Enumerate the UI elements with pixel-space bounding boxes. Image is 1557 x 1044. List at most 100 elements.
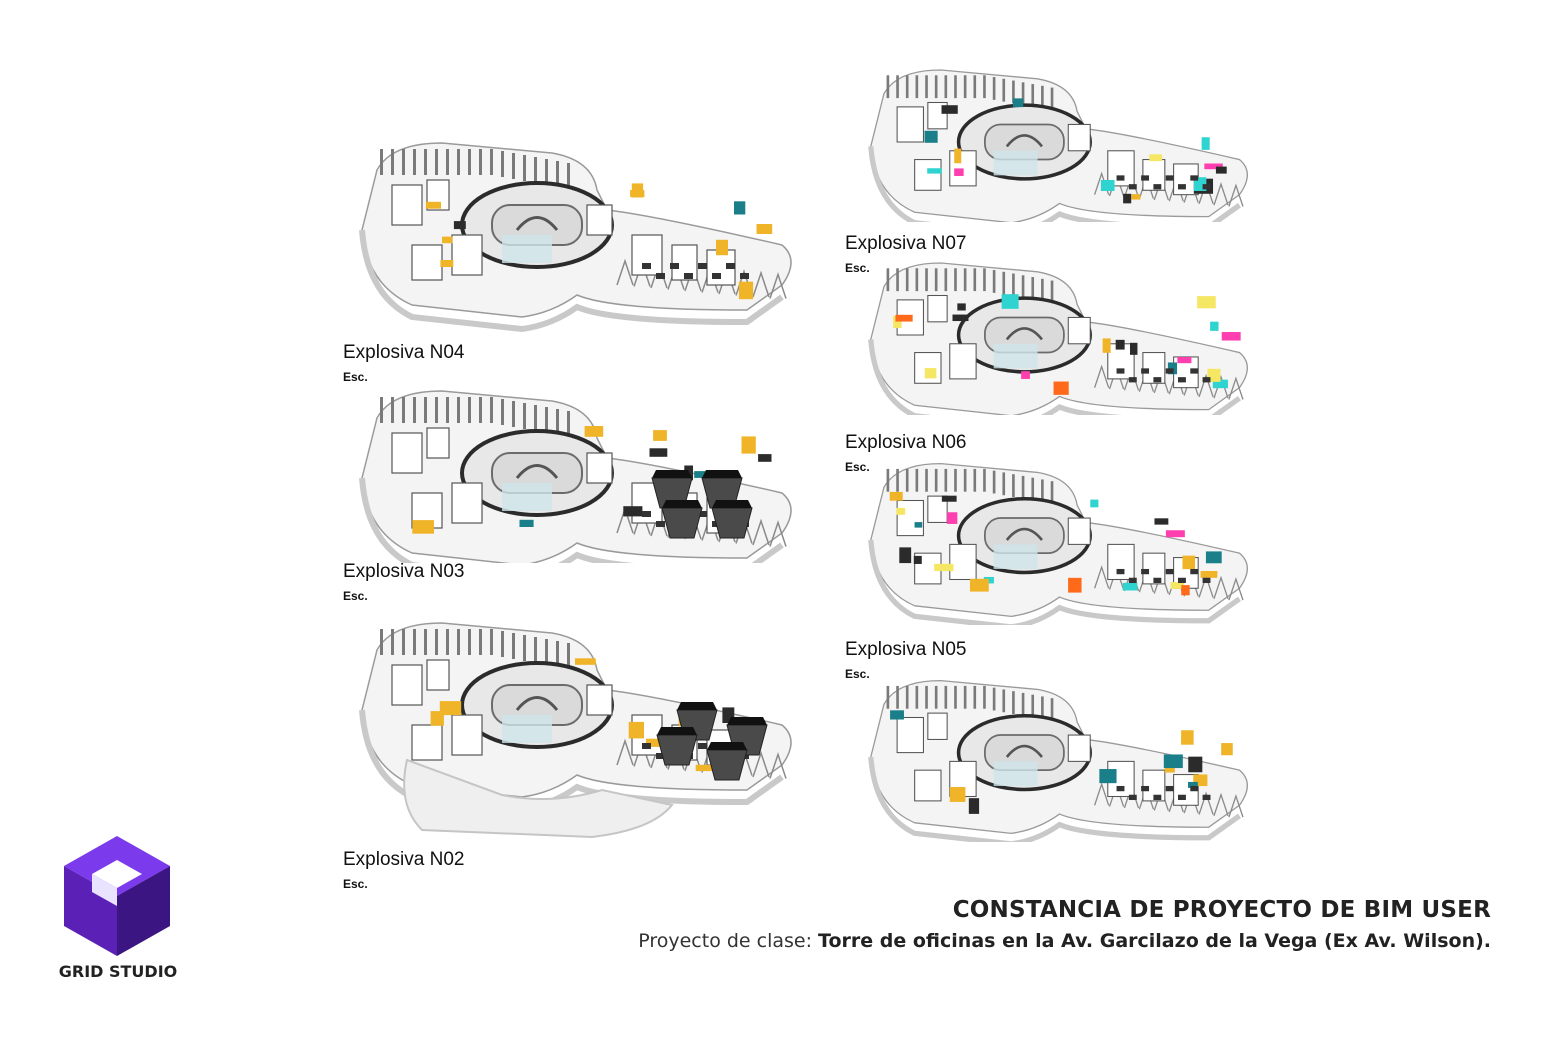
facade-mullion (468, 149, 471, 175)
facade-mullion (1002, 271, 1006, 295)
glass-partition (502, 235, 552, 263)
workstation (1128, 377, 1137, 383)
furniture-block (1170, 582, 1185, 589)
facade-mullion (905, 685, 909, 709)
facade-mullion (1002, 689, 1006, 713)
spiral-stair (515, 696, 559, 711)
facade-mullion (402, 149, 405, 175)
facade-mullion (973, 268, 977, 292)
room-partition (896, 716, 924, 754)
facade-mullion (1031, 277, 1035, 300)
room-partition (1107, 543, 1135, 581)
facade-mullion (896, 685, 899, 709)
facade-mullion (545, 159, 548, 185)
facade-mullion (1050, 481, 1054, 505)
workstation (1165, 785, 1174, 792)
facade-mullion (1012, 474, 1015, 497)
room-partition (949, 150, 977, 187)
furniture-block (412, 520, 434, 534)
workstation (740, 273, 749, 279)
furniture-block (1200, 570, 1218, 578)
workstation (1116, 368, 1125, 374)
plan-title: Explosiva N05 (845, 639, 967, 660)
furniture-block (440, 260, 454, 267)
plan-label-n03: Explosiva N03 Esc. (343, 561, 464, 603)
furniture-block (954, 168, 964, 176)
plan-view-n03 (352, 383, 802, 563)
workstation (1190, 175, 1199, 181)
diagrid-brace (752, 518, 770, 546)
workstation (1153, 184, 1162, 190)
facade-mullion (501, 151, 504, 177)
room-partition (1067, 517, 1091, 545)
room-partition (586, 684, 613, 716)
facade-mullion (446, 397, 449, 423)
room-partition (451, 714, 483, 756)
furniture-block (895, 314, 913, 322)
furniture-block (889, 491, 903, 501)
diagrid-brace (769, 272, 787, 299)
workstation (1153, 377, 1162, 383)
floor-plan-drawing (359, 142, 792, 333)
facade-mullion (479, 397, 482, 423)
slab-edge (359, 709, 784, 813)
room-partition (426, 659, 450, 691)
floor-plan-drawing (868, 262, 1248, 415)
workstation (642, 511, 651, 517)
plan-scale: Esc. (343, 370, 368, 384)
facade-mullion (545, 639, 548, 665)
facade-mullion (944, 468, 948, 492)
furniture-block (695, 764, 716, 772)
room-partition (1067, 316, 1091, 345)
facade-mullion (1012, 691, 1015, 714)
facade-mullion (523, 403, 526, 429)
room-partition (1142, 352, 1166, 384)
facade-mullion (963, 685, 967, 709)
facade-mullion (534, 405, 537, 431)
furniture-block (1177, 357, 1192, 364)
plan-label-n07: Explosiva N07 Esc. (845, 233, 966, 275)
facade-mullion (556, 641, 559, 667)
facade-mullion (501, 399, 504, 425)
workstation (642, 263, 651, 269)
facade-mullion (963, 75, 967, 99)
facade-mullion (501, 631, 504, 657)
workstation (1178, 377, 1186, 383)
plan-scale: Esc. (845, 261, 870, 275)
facade-mullion (1050, 698, 1054, 722)
facade-mullion (886, 468, 890, 492)
facade-mullion (1021, 692, 1025, 716)
furniture-block (1123, 193, 1132, 204)
facade-mullion (479, 149, 482, 175)
plan-label-n04: Explosiva N04 Esc. (343, 342, 464, 384)
facade-mullion (944, 685, 948, 709)
facade-mullion (567, 411, 570, 437)
workstation (656, 521, 665, 527)
furniture-block (1122, 582, 1138, 591)
furniture-block (983, 576, 994, 584)
facade-mullion (1031, 694, 1035, 718)
subtitle-project: Torre de oficinas en la Av. Garcilazo de… (818, 930, 1491, 952)
facade-mullion (934, 685, 938, 709)
furniture-block (941, 495, 957, 502)
furniture-block (1012, 98, 1024, 108)
diagrid-brace (752, 270, 770, 298)
workstation (1178, 794, 1186, 801)
facade-mullion (391, 397, 394, 423)
furniture-block (1154, 518, 1169, 525)
exploded-block-top (707, 742, 747, 750)
furniture-block (1193, 774, 1208, 787)
facade-mullion (1012, 273, 1015, 297)
furniture-block (630, 190, 645, 198)
furniture-block (575, 658, 596, 665)
facade-mullion (1031, 84, 1035, 107)
furniture-block (756, 224, 773, 234)
spiral-stair (515, 216, 559, 231)
furniture-block (1149, 154, 1163, 162)
workstation (712, 273, 721, 279)
plan-view-n04 (352, 135, 802, 335)
furniture-block (913, 555, 922, 564)
plan-scale: Esc. (845, 460, 870, 474)
plan-scale: Esc. (343, 877, 368, 891)
facade-mullion (1012, 80, 1015, 104)
